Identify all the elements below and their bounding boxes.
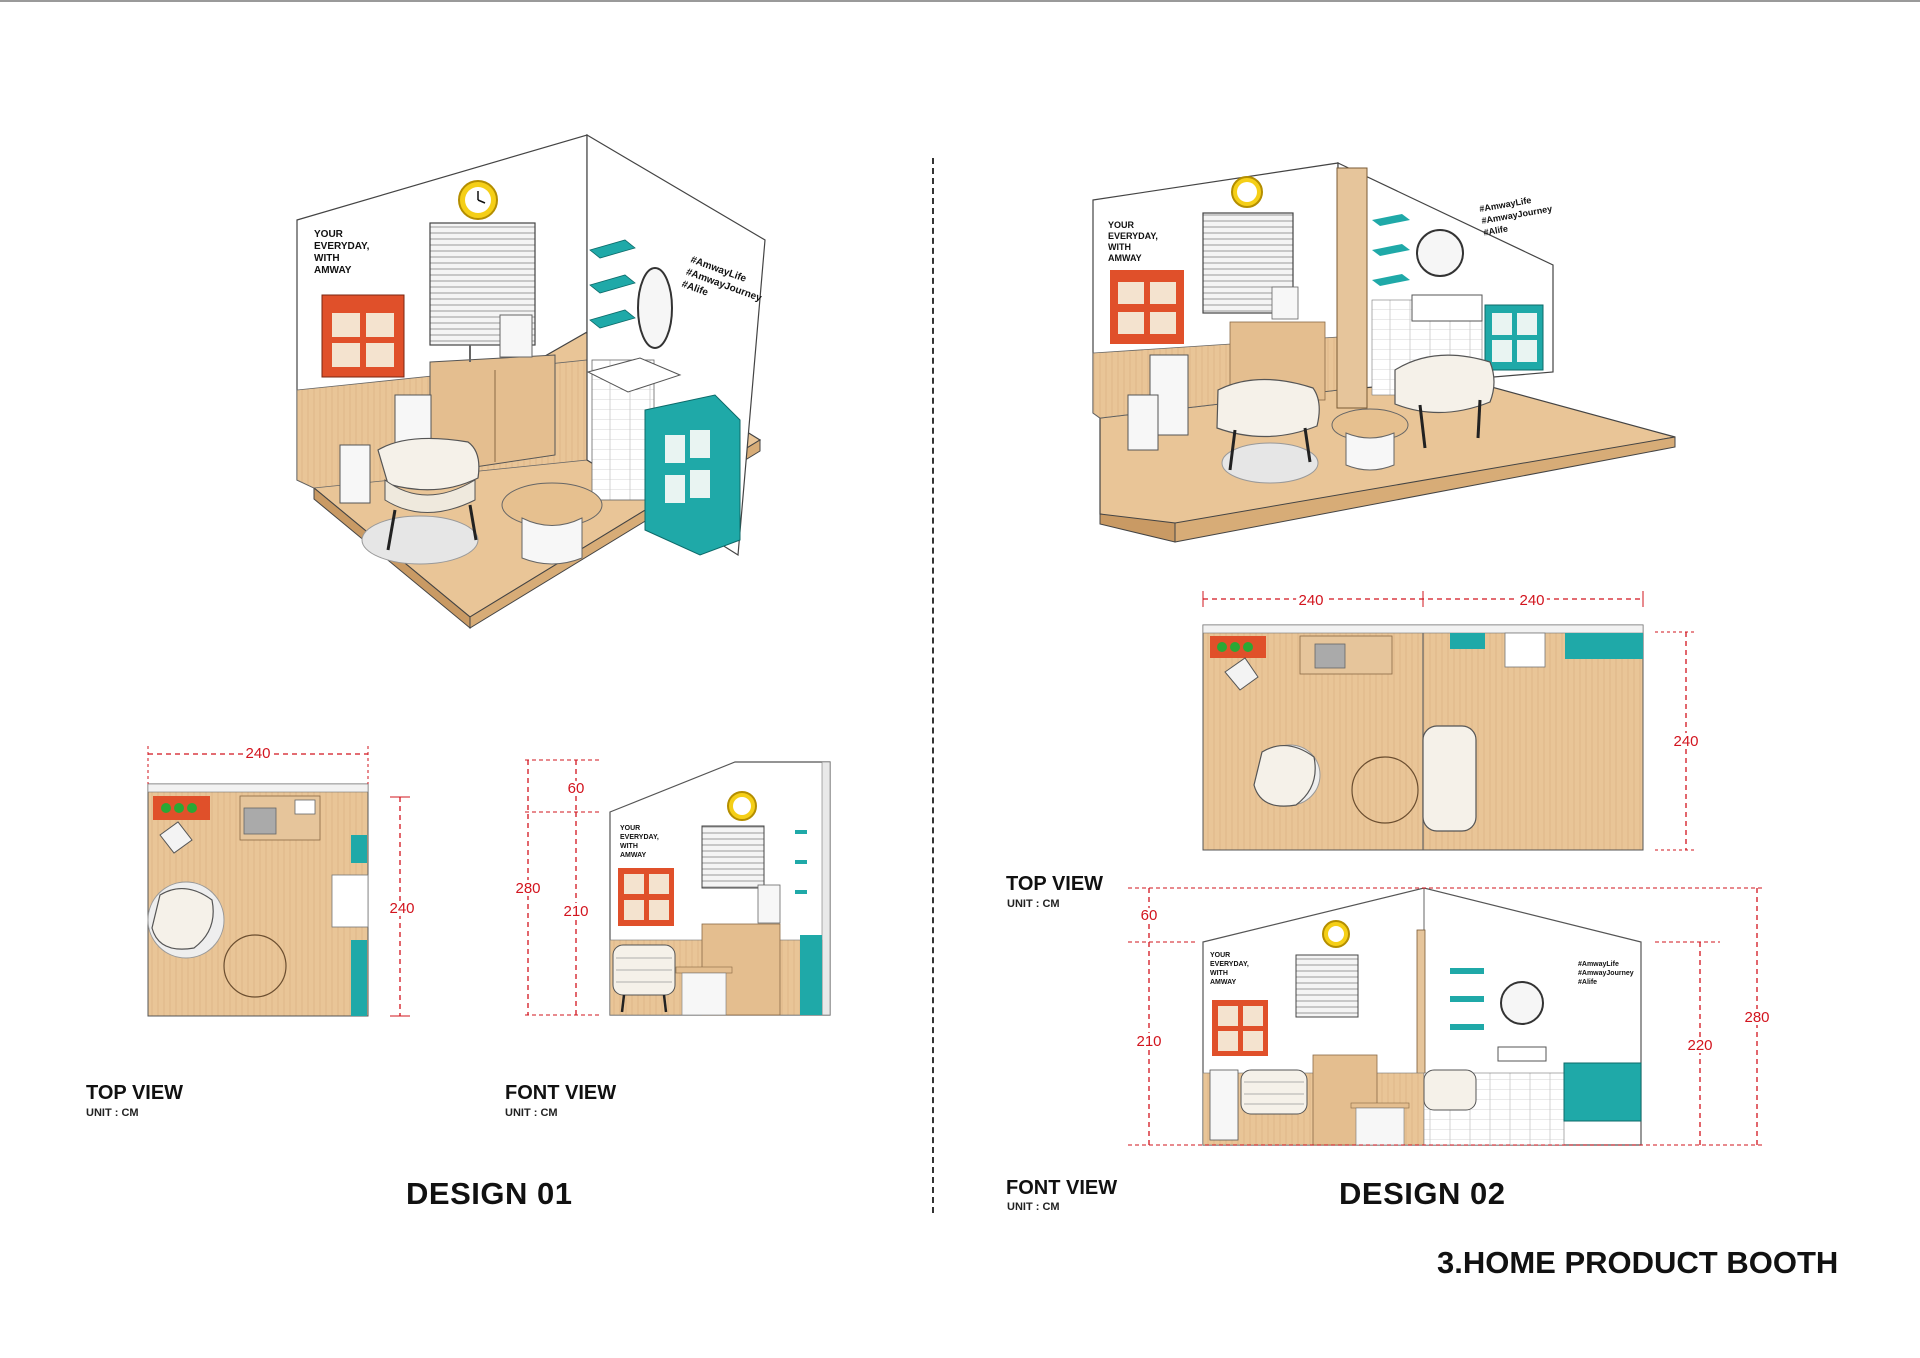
design01-front-view: YOUR EVERYDAY, WITH AMWAY 280 60 210: [512, 759, 831, 1016]
svg-text:WITH: WITH: [1210, 970, 1228, 977]
svg-text:#AmwayLife: #AmwayLife: [1578, 961, 1619, 968]
svg-text:220: 220: [1687, 1037, 1712, 1054]
svg-text:210: 210: [563, 903, 588, 920]
svg-text:EVERYDAY,: EVERYDAY,: [314, 241, 370, 252]
design01-front-view-label: FONT VIEW: [505, 1082, 617, 1104]
svg-text:WITH: WITH: [620, 843, 638, 850]
design01-isometric-render: YOUR EVERYDAY, WITH AMWAY #AmwayLife #Am…: [296, 133, 766, 630]
svg-text:EVERYDAY,: EVERYDAY,: [1210, 961, 1249, 968]
svg-text:240: 240: [1298, 592, 1323, 609]
svg-text:280: 280: [1744, 1009, 1769, 1026]
svg-text:AMWAY: AMWAY: [1108, 253, 1142, 263]
svg-text:WITH: WITH: [314, 253, 340, 264]
design02-top-view-label: TOP VIEW: [1006, 873, 1104, 895]
design02-front-view: YOUR EVERYDAY, WITH AMWAY #AmwayLife #Am…: [1128, 887, 1773, 1146]
svg-text:#AmwayJourney: #AmwayJourney: [1578, 970, 1634, 977]
svg-text:60: 60: [568, 780, 585, 797]
top-border-line: [0, 0, 1920, 2]
svg-text:AMWAY: AMWAY: [314, 265, 352, 276]
svg-text:#Alife: #Alife: [1578, 979, 1597, 986]
design02-top-view-unit: UNIT : CM: [1007, 898, 1060, 910]
svg-text:YOUR: YOUR: [314, 229, 344, 240]
svg-text:60: 60: [1141, 907, 1158, 924]
design01-front-view-unit: UNIT : CM: [505, 1107, 558, 1119]
svg-text:YOUR: YOUR: [620, 825, 640, 832]
design02-title: DESIGN 02: [1339, 1176, 1506, 1211]
design01-top-view: 240 240: [147, 742, 418, 1017]
svg-text:210: 210: [1136, 1033, 1161, 1050]
design01-top-view-label: TOP VIEW: [86, 1082, 184, 1104]
svg-text:280: 280: [515, 880, 540, 897]
svg-text:240: 240: [389, 900, 414, 917]
svg-text:YOUR: YOUR: [1108, 220, 1135, 230]
design01-top-view-unit: UNIT : CM: [86, 1107, 139, 1119]
svg-text:EVERYDAY,: EVERYDAY,: [1108, 231, 1158, 241]
svg-text:EVERYDAY,: EVERYDAY,: [620, 834, 659, 841]
design02-front-view-label: FONT VIEW: [1006, 1177, 1118, 1199]
svg-text:WITH: WITH: [1108, 242, 1131, 252]
design02-front-view-unit: UNIT : CM: [1007, 1201, 1060, 1213]
design02-isometric-render: YOUR EVERYDAY, WITH AMWAY #AmwayLife #Am…: [1092, 162, 1676, 543]
design-divider: [932, 158, 934, 1213]
svg-text:240: 240: [245, 745, 270, 762]
svg-text:240: 240: [1519, 592, 1544, 609]
svg-text:240: 240: [1673, 733, 1698, 750]
design02-top-view: 240 240 240: [1202, 589, 1702, 851]
svg-text:AMWAY: AMWAY: [620, 852, 647, 859]
design01-title: DESIGN 01: [406, 1176, 573, 1211]
svg-text:YOUR: YOUR: [1210, 952, 1230, 959]
booth-title: 3.HOME PRODUCT BOOTH: [1437, 1245, 1839, 1280]
svg-text:AMWAY: AMWAY: [1210, 979, 1237, 986]
svg-text:#Alife: #Alife: [1483, 223, 1509, 237]
design01-wall-slogan: YOUR EVERYDAY, WITH AMWAY: [314, 229, 370, 276]
